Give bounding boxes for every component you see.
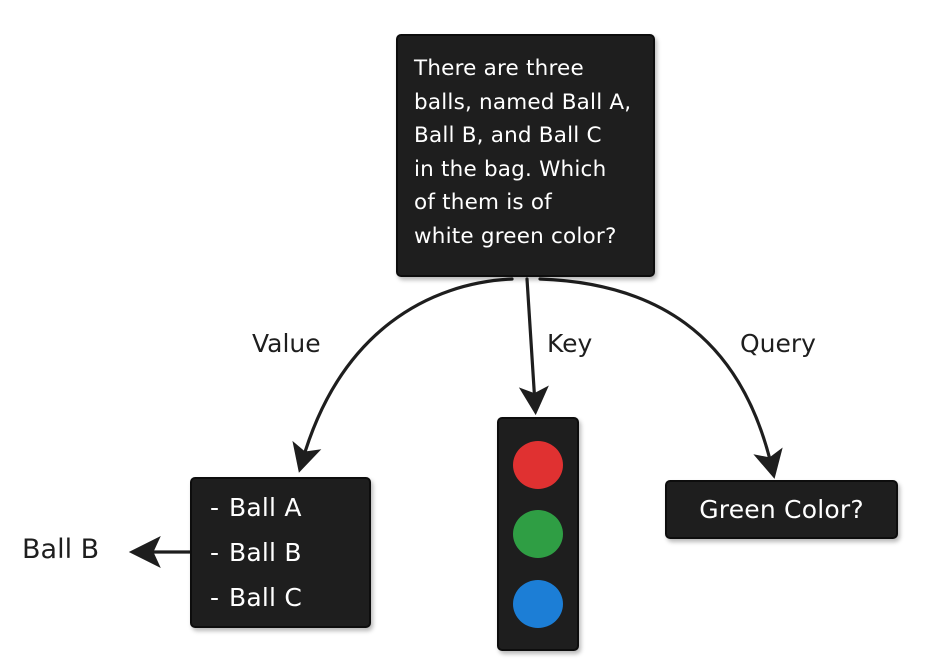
edge-label-value: Value (252, 329, 321, 358)
edge-label-key: Key (547, 329, 593, 358)
blue-light-icon (513, 579, 563, 628)
output-label: Ball B (22, 534, 100, 565)
query-text: Green Color? (699, 494, 864, 524)
arrow-value (292, 277, 514, 473)
list-item: - Ball A (210, 485, 359, 530)
list-item-label: Ball C (229, 583, 302, 612)
traffic-light[interactable] (497, 417, 579, 651)
list-bullet: - (210, 538, 220, 567)
list-bullet: - (210, 493, 220, 522)
query-box[interactable]: Green Color? (665, 480, 898, 539)
list-item-label: Ball A (229, 493, 302, 522)
green-light-icon (513, 510, 563, 558)
edge-label-query: Query (740, 329, 816, 358)
list-item-label: Ball B (229, 538, 302, 567)
value-box[interactable]: - Ball A - Ball B - Ball C (190, 477, 371, 628)
list-bullet: - (210, 583, 220, 612)
list-item: - Ball B (210, 530, 359, 575)
list-item: - Ball C (210, 575, 359, 620)
red-light-icon (513, 440, 563, 489)
question-text: There are three balls, named Ball A, Bal… (414, 56, 632, 249)
question-box[interactable]: There are three balls, named Ball A, Bal… (396, 34, 655, 277)
arrow-key (518, 277, 549, 416)
